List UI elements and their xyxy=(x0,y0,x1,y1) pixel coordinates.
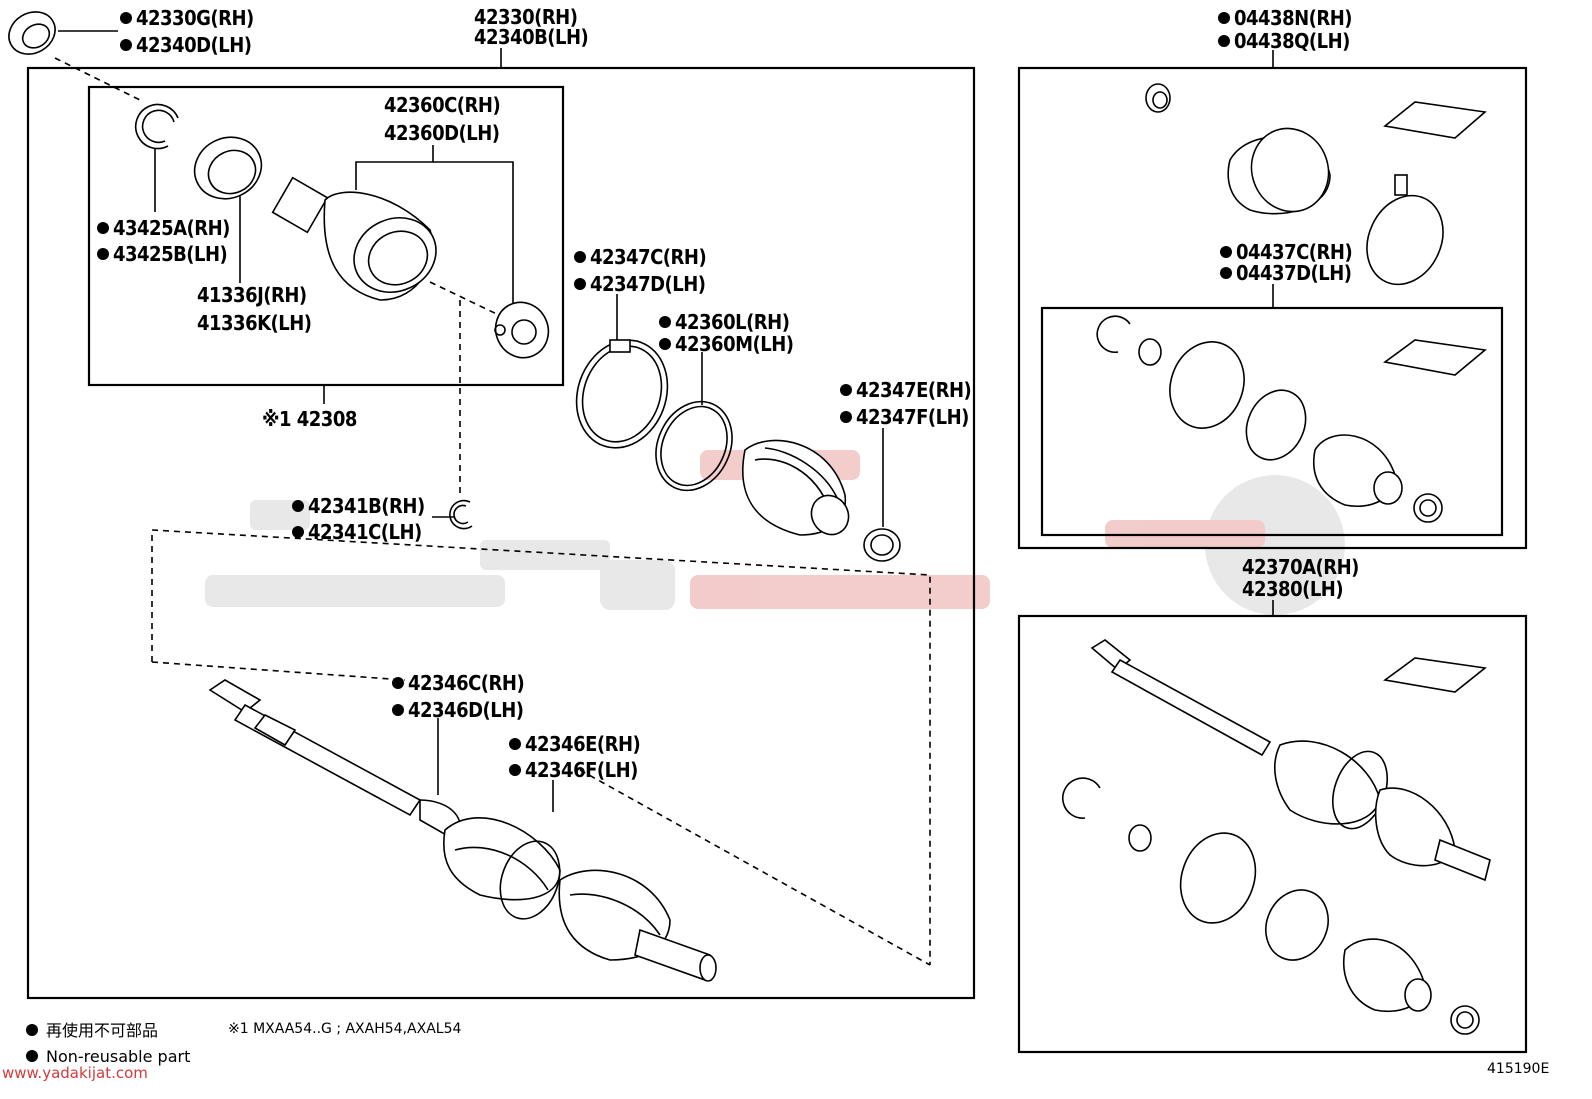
label-42330G: 42330G(RH) xyxy=(136,6,254,30)
tripod-bearing xyxy=(494,301,550,359)
label-42346F: 42346F(LH) xyxy=(525,758,638,782)
label-42360D: 42360D(LH) xyxy=(384,121,500,145)
label-42346E: 42346E(RH) xyxy=(525,732,640,756)
boot-42347E xyxy=(742,439,850,536)
label-42380: 42380(LH) xyxy=(1242,577,1343,601)
legend-note: ※1 MXAA54..G ; AXAH54,AXAL54 xyxy=(228,1021,461,1037)
dashed-lines xyxy=(54,57,931,966)
label-42330: 42330(RH) xyxy=(474,5,577,29)
dust-cover-41336J xyxy=(193,136,263,200)
label-04438N: 04438N(RH) xyxy=(1234,6,1352,30)
label-42341C: 42341C(LH) xyxy=(308,520,422,544)
label-42360C: 42360C(RH) xyxy=(384,93,500,117)
label-42341B: 42341B(RH) xyxy=(308,494,425,518)
label-42370A: 42370A(RH) xyxy=(1242,555,1359,579)
label-42347F: 42347F(LH) xyxy=(856,405,969,429)
watermark-logo xyxy=(205,450,1345,615)
label-42347C: 42347C(RH) xyxy=(590,245,706,269)
diagram-id: 415190E xyxy=(1487,1061,1549,1077)
bullets xyxy=(26,12,1232,1062)
boot-kit-parts xyxy=(1096,83,1487,523)
leader-lines xyxy=(58,30,1274,812)
snap-ring-43425A xyxy=(134,103,179,150)
clamp-42347C xyxy=(575,339,669,449)
boot-kit-inner-box xyxy=(1040,306,1504,537)
label-04437C: 04437C(RH) xyxy=(1236,240,1352,264)
label-43425A: 43425A(RH) xyxy=(113,216,230,240)
clip-42341B xyxy=(449,499,473,530)
label-42308: ※1 42308 xyxy=(262,407,357,431)
legend-en: Non-reusable part xyxy=(46,1047,190,1066)
legend: 再使用不可部品 Non-reusable part ※1 MXAA54..G ;… xyxy=(46,1021,461,1066)
legend-jp: 再使用不可部品 xyxy=(46,1021,158,1040)
label-42360L: 42360L(RH) xyxy=(675,310,789,334)
label-42360M: 42360M(LH) xyxy=(675,332,793,356)
label-41336K: 41336K(LH) xyxy=(197,311,312,335)
seal-42330G xyxy=(8,11,56,55)
label-41336J: 41336J(RH) xyxy=(197,283,307,307)
label-42347D: 42347D(LH) xyxy=(590,272,706,296)
clamp-42360L xyxy=(655,400,733,492)
part-labels: 42330G(RH) 42340D(LH) 42330(RH) 42340B(L… xyxy=(113,5,1359,782)
label-42347E: 42347E(RH) xyxy=(856,378,971,402)
label-42340B: 42340B(LH) xyxy=(474,25,588,49)
label-42346D: 42346D(LH) xyxy=(408,698,524,722)
label-04438Q: 04438Q(LH) xyxy=(1234,29,1350,53)
shaft-assembly-parts xyxy=(1062,639,1491,1035)
label-43425B: 43425B(LH) xyxy=(113,242,227,266)
drive-shaft xyxy=(208,679,717,982)
label-42346C: 42346C(RH) xyxy=(408,671,524,695)
inner-joint-42360C xyxy=(271,176,437,301)
label-04437D: 04437D(LH) xyxy=(1236,261,1352,285)
label-42340D: 42340D(LH) xyxy=(136,33,252,57)
inner-joint-box xyxy=(87,85,565,387)
website-watermark: www.yadakijat.com xyxy=(2,1064,148,1082)
clamp-small xyxy=(863,528,901,562)
